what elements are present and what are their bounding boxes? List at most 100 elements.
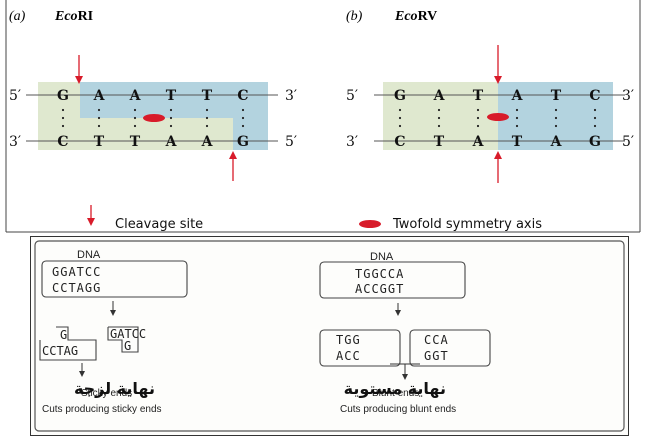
panel-a-enzyme: EcoRI <box>54 9 93 24</box>
ecori-3-right: 3′ <box>285 88 297 104</box>
blunt-left-bottom: ACC <box>336 349 361 363</box>
ecori-hbond-dot <box>205 116 209 120</box>
blunt-arabic-label: نهاية مستوية <box>344 379 446 398</box>
blunt-down-arrow-2 <box>390 363 420 380</box>
ecorv-bottom-base: T <box>434 134 445 150</box>
ecori-top-base: A <box>93 88 106 104</box>
sticky-ends-figure: DNA GGATCC CCTAGG G CCTAG GATCC G Sticky… <box>39 249 188 415</box>
legend-symmetry-icon <box>359 220 381 228</box>
ecori-hbond-dot <box>61 116 65 120</box>
legend-cleavage-label: Cleavage site <box>115 217 203 232</box>
sticky-left-top: G <box>60 328 67 342</box>
ecorv-3-left: 3′ <box>346 134 358 150</box>
ecorv-5-right: 5′ <box>622 134 634 150</box>
ecorv-top-base: A <box>433 88 446 104</box>
sticky-seq-top: GGATCC <box>52 265 101 279</box>
legend: Cleavage site Twofold symmetry axis <box>87 205 542 232</box>
blunt-left-top: TGG <box>336 333 361 347</box>
blunt-seq-bottom: ACCGGT <box>355 282 404 296</box>
ecorv-hbond-dot <box>515 108 519 112</box>
ecori-symmetry-axis <box>143 114 165 122</box>
ecorv-hbond-dot <box>398 116 402 120</box>
ecorv-hbond-dot <box>476 108 480 112</box>
ecorv-top-base: G <box>394 88 406 104</box>
legend-cleavage-arrow-icon <box>87 205 95 226</box>
sticky-right-top: GATCC <box>110 327 146 341</box>
sticky-ends-label: Sticky ends <box>81 388 132 399</box>
ecori-bottom-base: A <box>201 134 214 150</box>
ecorv-bottom-base: T <box>512 134 523 150</box>
panel-b-enzyme: EcoRV <box>394 9 437 24</box>
ecori-hbond-dot <box>97 108 101 112</box>
sticky-arabic-label: نهاية لزجة <box>74 379 155 398</box>
ecori-hbond-dot <box>133 124 137 128</box>
ecorv-bottom-base: A <box>550 134 563 150</box>
sticky-caption: Cuts producing sticky ends <box>42 404 162 415</box>
ecorv-hbond-dot <box>437 116 441 120</box>
ecori-hbond-dot <box>241 124 245 128</box>
ecori-hbond-dot <box>169 116 173 120</box>
ecorv-hbond-dot <box>437 108 441 112</box>
ecori-hbond-dot <box>241 116 245 120</box>
ecorv-cleavage-arrow-top <box>494 45 502 84</box>
bottom-panel-inner-frame <box>34 240 625 432</box>
sticky-dna-box <box>41 260 188 298</box>
ecorv-hbond-dot <box>398 108 402 112</box>
bottom-panel-frame <box>30 236 629 436</box>
sticky-down-arrow-2 <box>79 363 85 377</box>
ecori-blue-region <box>80 82 268 150</box>
ecorv-hbond-dot <box>437 124 441 128</box>
ecorv-hbond-dot <box>593 124 597 128</box>
ecorv-hbond-dot <box>476 124 480 128</box>
ecori-hbond-dot <box>133 108 137 112</box>
ecori-top-base: C <box>237 88 248 104</box>
ecori-bottom-base: T <box>94 134 105 150</box>
ecori-hbond-dot <box>133 116 137 120</box>
ecorv-top-base: T <box>473 88 484 104</box>
ecori-bottom-base: C <box>57 134 68 150</box>
blunt-caption: Cuts producing blunt ends <box>340 404 456 415</box>
blunt-ends-figure: DNA TGGCCA ACCGGT TGG ACC CCA GGT Blunt … <box>319 251 491 415</box>
ecorv-cleavage-arrow-bottom <box>494 151 502 183</box>
ecorv-green-region <box>383 82 498 150</box>
ecori-hbond-dot <box>169 108 173 112</box>
sticky-left-fragment <box>39 326 97 361</box>
ecorv-hbond-dot <box>554 124 558 128</box>
ecori-top-base: T <box>166 88 177 104</box>
legend-symmetry-label: Twofold symmetry axis <box>392 217 542 232</box>
ecorv-blue-region <box>498 82 613 150</box>
ecori-hbond-dot <box>241 108 245 112</box>
ecorv-hbond-dot <box>476 116 480 120</box>
ecori-bottom-base: T <box>130 134 141 150</box>
ecori-cleavage-arrow-top <box>75 55 83 84</box>
sticky-down-arrow-1 <box>110 301 116 316</box>
ecorv-top-base: T <box>551 88 562 104</box>
blunt-right-top: CCA <box>424 333 449 347</box>
blunt-down-arrow-1 <box>395 303 401 316</box>
ecorv-hbond-dot <box>593 108 597 112</box>
ecorv-top-base: A <box>511 88 524 104</box>
ecori-top-base: T <box>202 88 213 104</box>
ecori-top-base: G <box>57 88 69 104</box>
blunt-seq-top: TGGCCA <box>355 267 404 281</box>
panel-b-label: (b) <box>346 9 363 24</box>
ecorv-5-left: 5′ <box>346 88 358 104</box>
ecori-hbond-dot <box>61 124 65 128</box>
blunt-left-fragment <box>319 329 401 367</box>
ecorv-bottom-base: A <box>472 134 485 150</box>
ecorv-bottom-base: C <box>394 134 405 150</box>
ecori-5-left: 5′ <box>9 88 21 104</box>
ecori-hbond-dot <box>169 124 173 128</box>
ecori-cleavage-arrow-bottom <box>229 151 237 181</box>
ecori-hbond-dot <box>205 124 209 128</box>
blunt-right-bottom: GGT <box>424 349 449 363</box>
ecorv-3-right: 3′ <box>622 88 634 104</box>
ecorv-symmetry-axis <box>487 113 509 121</box>
panel-a-label: (a) <box>9 9 26 24</box>
ecorv-hbond-dot <box>554 108 558 112</box>
sticky-right-fragment <box>107 326 139 353</box>
ecorv-hbond-dot <box>593 116 597 120</box>
blunt-dna-label: DNA <box>370 251 394 263</box>
